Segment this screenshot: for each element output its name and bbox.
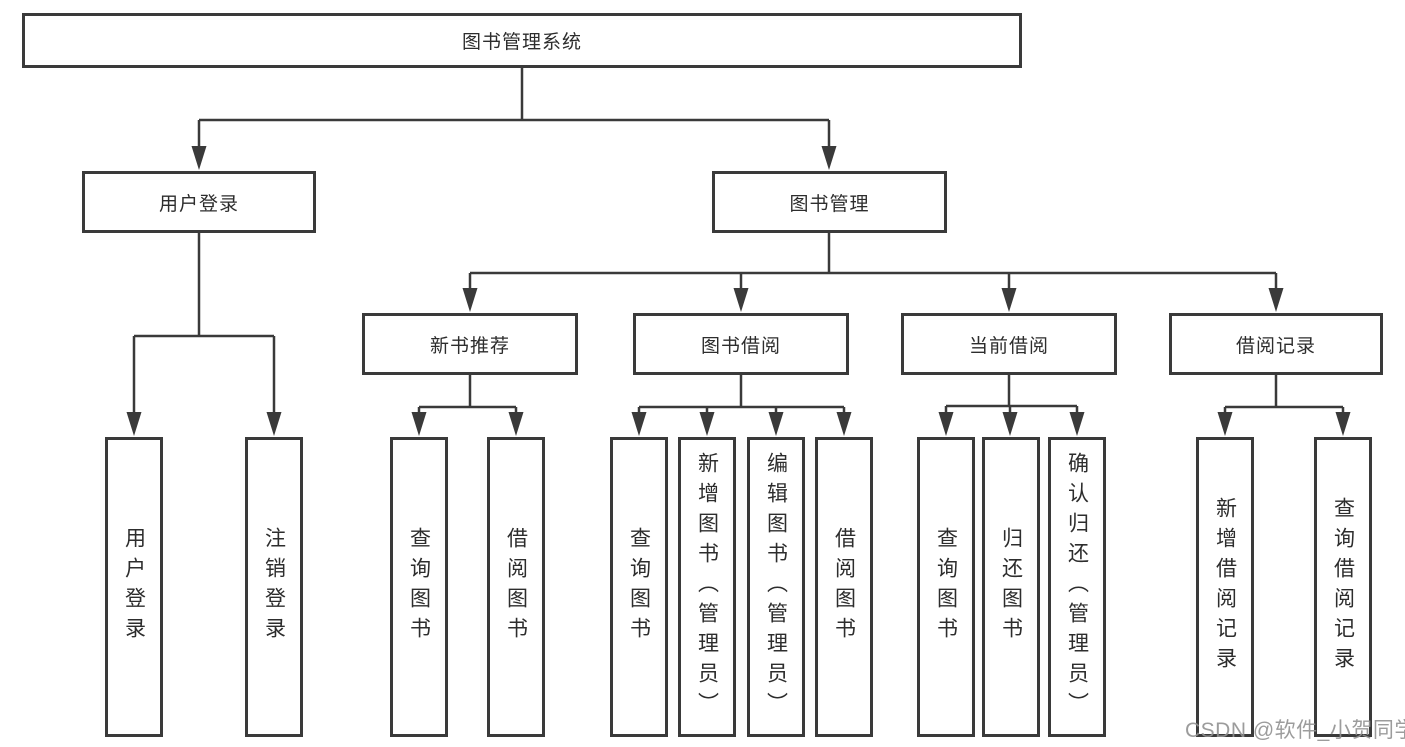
node-user-login: 用户登录 xyxy=(82,171,316,233)
leaf-borrow-books-recommend: 借阅图书 xyxy=(487,437,545,737)
leaf-user-login: 用户登录 xyxy=(105,437,163,737)
node-book-management: 图书管理 xyxy=(712,171,947,233)
node-new-book-recommend: 新书推荐 xyxy=(362,313,578,375)
leaf-confirm-return-admin: 确认归还（管理员） xyxy=(1048,437,1106,737)
leaf-edit-books-admin: 编辑图书（管理员） xyxy=(747,437,805,737)
node-book-borrow: 图书借阅 xyxy=(633,313,849,375)
csdn-watermark: CSDN @软件_小贺同学 xyxy=(1185,719,1405,742)
leaf-logout: 注销登录 xyxy=(245,437,303,737)
node-borrow-records: 借阅记录 xyxy=(1169,313,1383,375)
leaf-query-books-current: 查询图书 xyxy=(917,437,975,737)
leaf-query-books-borrow: 查询图书 xyxy=(610,437,668,737)
leaf-query-books-recommend: 查询图书 xyxy=(390,437,448,737)
leaf-return-books: 归还图书 xyxy=(982,437,1040,737)
node-root-library-system: 图书管理系统 xyxy=(22,13,1022,68)
leaf-add-books-admin: 新增图书（管理员） xyxy=(678,437,736,737)
tree-edge-lines xyxy=(132,68,1345,415)
leaf-add-borrow-record: 新增借阅记录 xyxy=(1196,437,1254,737)
leaf-borrow-books: 借阅图书 xyxy=(815,437,873,737)
node-current-borrow: 当前借阅 xyxy=(901,313,1117,375)
arrowheads xyxy=(126,146,1351,436)
leaf-query-borrow-record: 查询借阅记录 xyxy=(1314,437,1372,737)
